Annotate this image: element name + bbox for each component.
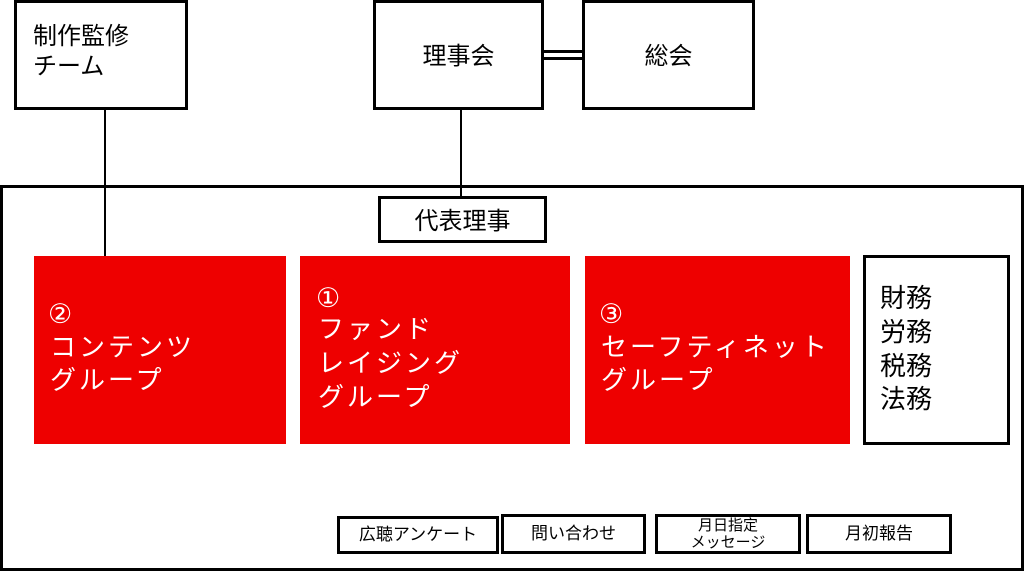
fundraising-group-box: ① ファンド レイジング グループ — [300, 256, 570, 444]
bottom-item-monthly-report: 月初報告 — [806, 514, 952, 554]
board-label: 理事会 — [422, 42, 495, 70]
production-team-box: 制作監修 チーム — [14, 0, 188, 110]
production-team-label: 制作監修 チーム — [33, 22, 129, 80]
admin-box-label: 財務 労務 税務 法務 — [880, 284, 933, 416]
general-meeting-box: 総会 — [582, 0, 755, 110]
content-group-label: コンテンツ グループ — [50, 333, 196, 396]
connector-board-to-representative — [460, 109, 462, 198]
content-group-number: ② — [48, 299, 73, 330]
fundraising-group-number: ① — [316, 283, 341, 314]
safety-net-group-box: ③ セーフティネット グループ — [585, 256, 850, 444]
content-group-box: ② コンテンツ グループ — [34, 256, 286, 444]
general-meeting-label: 総会 — [644, 42, 693, 70]
board-box: 理事会 — [373, 0, 544, 110]
admin-box: 財務 労務 税務 法務 — [863, 255, 1010, 445]
connector-board-general-bottom — [543, 57, 583, 60]
safety-net-group-number: ③ — [599, 299, 624, 330]
connector-production-to-content — [104, 109, 106, 256]
bottom-item-dated-message: 月日指定 メッセージ — [655, 514, 801, 554]
fundraising-group-label: ファンド レイジング グループ — [318, 315, 464, 413]
representative-director-label: 代表理事 — [414, 207, 511, 235]
representative-director-box: 代表理事 — [378, 196, 547, 243]
bottom-item-inquiry: 問い合わせ — [501, 514, 646, 554]
bottom-item-public-survey: 広聴アンケート — [337, 516, 499, 554]
connector-board-general-top — [543, 50, 583, 53]
safety-net-group-label: セーフティネット グループ — [601, 333, 830, 396]
